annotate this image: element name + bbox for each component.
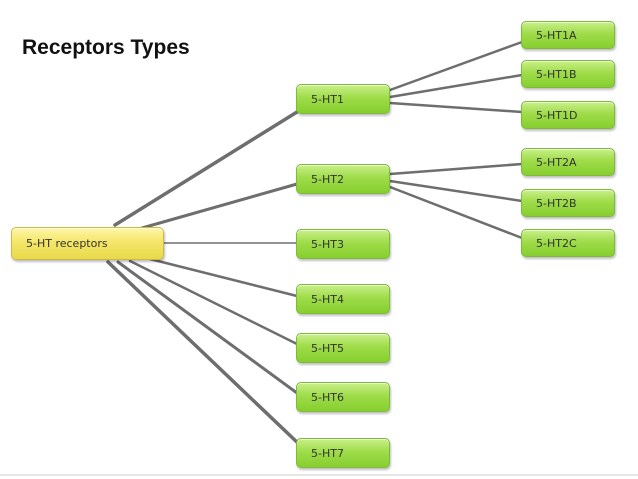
link-root-5ht1 — [113, 110, 299, 227]
node-label: 5-HT1A — [536, 28, 577, 42]
node-5ht2a[interactable]: 5-HT2A — [521, 148, 615, 176]
link-5ht2-5ht2c — [388, 185, 524, 240]
link-root-5ht6 — [116, 260, 299, 395]
node-label: 5-HT5 — [311, 341, 344, 355]
node-5ht5[interactable]: 5-HT5 — [296, 333, 390, 363]
node-5ht3[interactable]: 5-HT3 — [296, 229, 390, 259]
node-label: 5-HT2 — [311, 172, 344, 186]
node-5ht1d[interactable]: 5-HT1D — [521, 101, 615, 129]
node-5ht2b[interactable]: 5-HT2B — [521, 189, 615, 217]
node-label: 5-HT4 — [311, 292, 344, 306]
link-root-5ht7 — [106, 260, 302, 447]
link-5ht1-5ht1a — [388, 40, 524, 92]
node-label: 5-HT7 — [311, 446, 344, 460]
node-label: 5-HT3 — [311, 237, 344, 251]
node-label: 5-HT6 — [311, 390, 344, 404]
link-5ht2-5ht2a — [388, 162, 524, 176]
node-5ht1b[interactable]: 5-HT1B — [521, 60, 615, 88]
link-5ht1-5ht1b — [388, 73, 524, 99]
node-5ht2c[interactable]: 5-HT2C — [521, 229, 615, 257]
node-5ht2[interactable]: 5-HT2 — [296, 164, 390, 194]
link-root-5ht5 — [128, 259, 299, 346]
node-label: 5-HT1D — [536, 108, 578, 122]
link-root-5ht4 — [148, 257, 299, 298]
node-label: 5-HT receptors — [26, 237, 108, 250]
node-label: 5-HT2C — [536, 236, 577, 250]
node-label: 5-HT2B — [536, 196, 577, 210]
node-label: 5-HT1B — [536, 67, 577, 81]
node-5ht6[interactable]: 5-HT6 — [296, 382, 390, 412]
node-label: 5-HT1 — [311, 92, 344, 106]
node-5ht4[interactable]: 5-HT4 — [296, 284, 390, 314]
node-label: 5-HT2A — [536, 155, 577, 169]
node-5ht-receptors[interactable]: 5-HT receptors — [11, 227, 164, 260]
slide-title: Receptors Types — [22, 36, 190, 59]
node-5ht1[interactable]: 5-HT1 — [296, 84, 390, 114]
link-5ht2-5ht2b — [388, 179, 524, 203]
link-root-5ht2 — [140, 182, 299, 230]
link-5ht1-5ht1d — [388, 101, 524, 114]
bottom-divider — [0, 474, 638, 476]
node-5ht7[interactable]: 5-HT7 — [296, 438, 390, 468]
node-5ht1a[interactable]: 5-HT1A — [521, 21, 615, 49]
